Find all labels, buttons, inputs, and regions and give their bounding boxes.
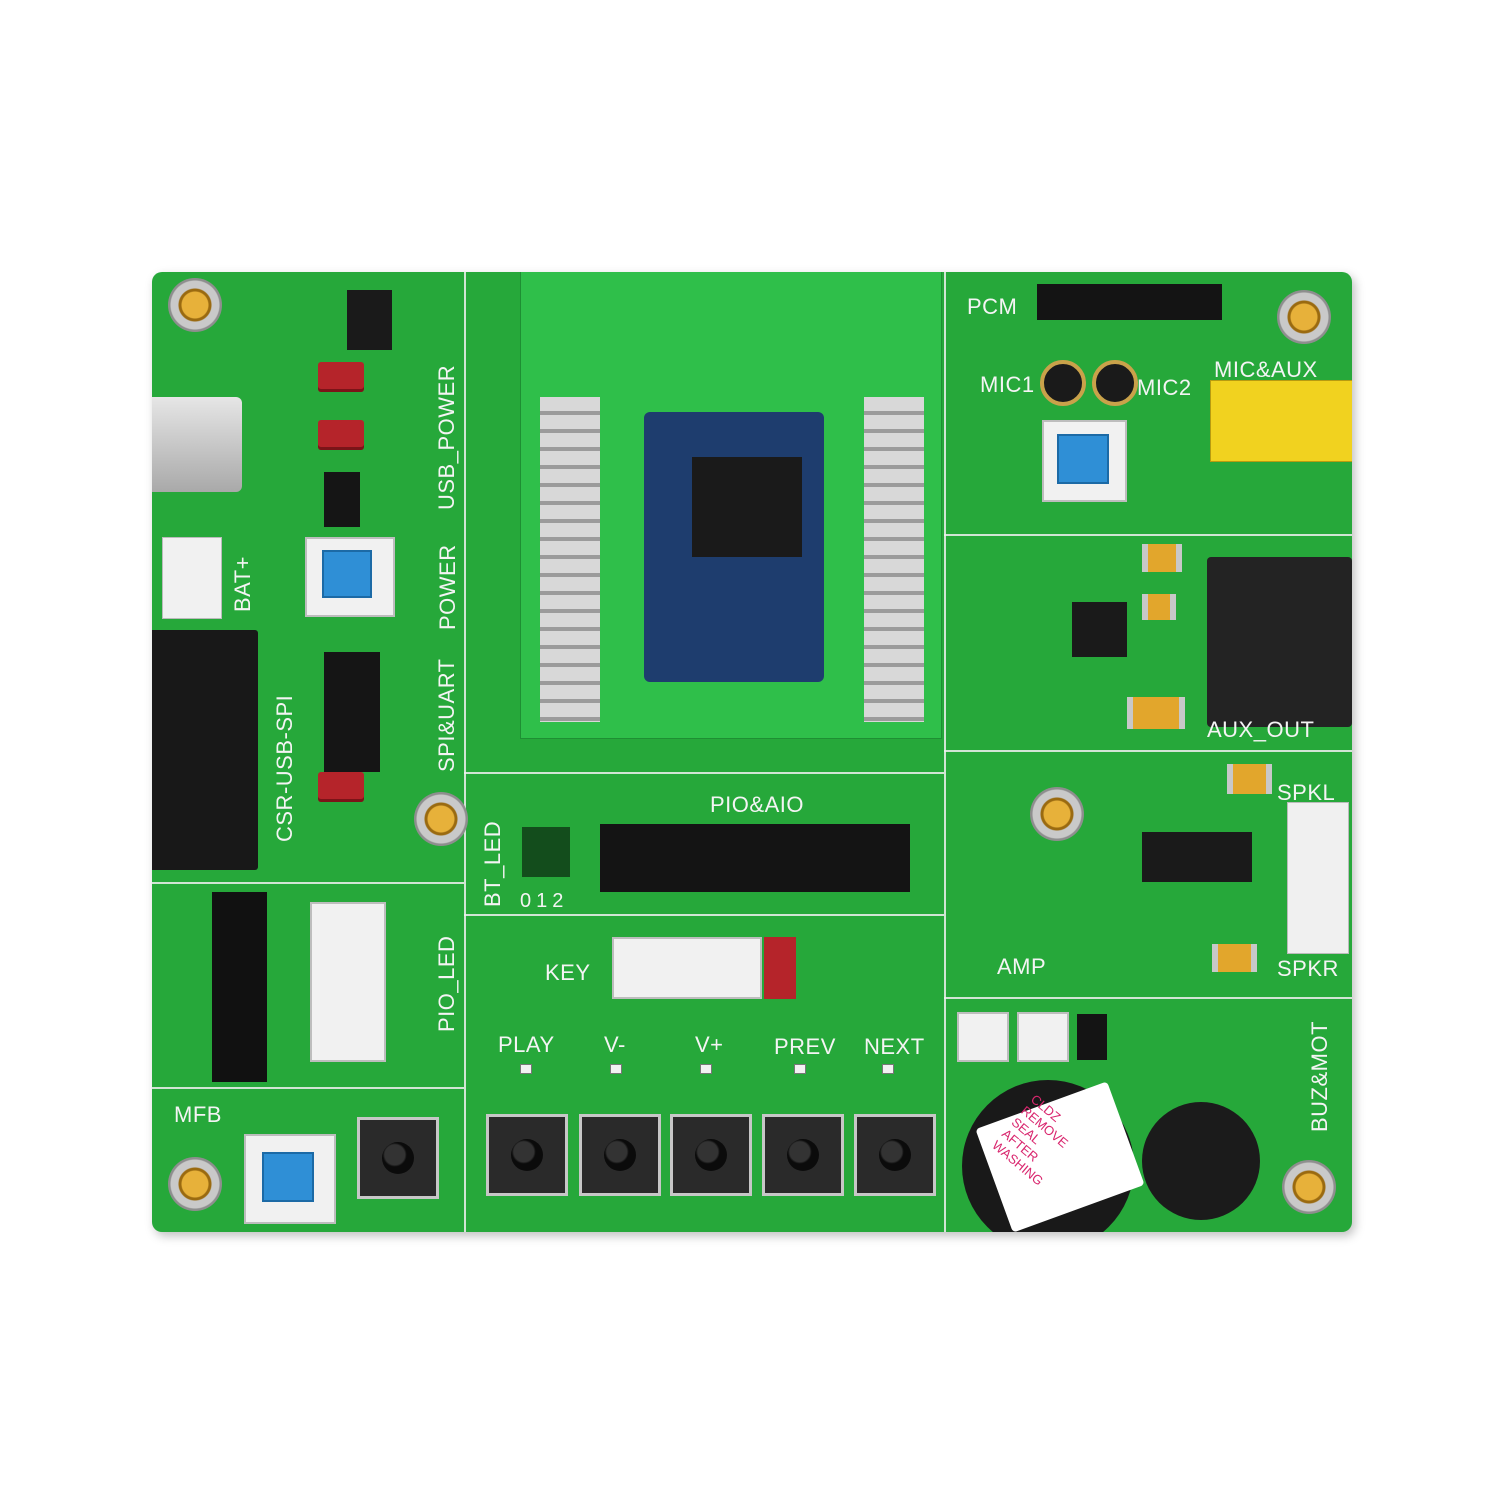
speaker-amp-ic [1142,832,1252,882]
key-dip-red-switch[interactable] [764,937,796,999]
divider-aux [944,534,1352,536]
divider-keys [464,914,944,916]
play-button-cap[interactable] [511,1139,543,1171]
label-mic-aux: MIC&AUX [1214,357,1318,382]
mounting-hole-br [1282,1160,1336,1214]
mounting-hole-mid-left [414,792,468,846]
mic1 [1040,360,1086,406]
label-spkr: SPKR [1277,956,1339,981]
tantalum-cap-2 [1142,594,1176,620]
led-vol-up [700,1064,712,1074]
label-mfb: MFB [174,1102,222,1127]
label-bt-led: BT_LED [480,820,505,907]
power-switch-cap[interactable] [322,550,372,598]
pio-aio-header [600,824,910,892]
vol-down-button-cap[interactable] [604,1139,636,1171]
label-buz-mot: BUZ&MOT [1307,1020,1332,1132]
label-usb-power: USB_POWER [434,364,459,510]
divider-center [464,772,944,774]
module-pin-header-right [864,397,924,722]
label-spi-uart: SPI&UART [434,658,459,772]
spi-uart-header [324,652,380,772]
divider-right [944,272,946,1232]
mounting-hole-tl [168,278,222,332]
label-pio-aio: PIO&AIO [710,792,804,817]
vibration-motor [1142,1102,1260,1220]
label-mic2: MIC2 [1137,375,1192,400]
battery-connector [162,537,222,619]
bt-chip [692,457,802,557]
module-pin-header-left [540,397,600,722]
speaker-connector [1287,802,1349,954]
bt-led-array [522,827,570,877]
divider-buz [944,997,1352,999]
label-key-vol-down: V- [604,1032,626,1057]
usb-power-jumper-2 [318,420,364,450]
buzzer-seal-sticker: CLDZ REMOVE SEAL AFTER WASHING [975,1081,1145,1232]
usb-power-jumper-1 [318,362,364,392]
label-pcm: PCM [967,294,1018,319]
led-vol-down [610,1064,622,1074]
pcb-board: USB_POWER BAT+ POWER CSR-USB-SPI SPI&UAR… [152,272,1352,1232]
next-button-cap[interactable] [879,1139,911,1171]
mounting-hole-tr [1277,290,1331,344]
mic2 [1092,360,1138,406]
key-dip-switch[interactable] [612,937,762,999]
label-aux-out: AUX_OUT [1207,717,1315,742]
divider-spk [944,750,1352,752]
mounting-hole-mid-right [1030,787,1084,841]
label-power: POWER [435,544,460,630]
led-next [882,1064,894,1074]
mic-aux-jack [1210,380,1352,462]
label-pio-led: PIO_LED [434,935,459,1032]
mini-usb-connector [152,397,242,492]
prev-button-cap[interactable] [787,1139,819,1171]
amp-dip-2[interactable] [1017,1012,1069,1062]
spi-uart-jumper [318,772,364,802]
tantalum-cap-4 [1227,764,1272,794]
label-key-prev: PREV [774,1034,836,1059]
usb-power-header [324,472,360,527]
mic-switch-cap[interactable] [1057,434,1109,484]
divider-left-bottom [152,882,464,884]
label-key: KEY [545,960,591,985]
vol-up-button-cap[interactable] [695,1139,727,1171]
aux-amp-ic [1072,602,1127,657]
mounting-hole-bl [168,1157,222,1211]
mfb-switch-cap[interactable] [262,1152,314,1202]
label-key-vol-up: V+ [695,1032,724,1057]
amp-dip-1[interactable] [957,1012,1009,1062]
label-amp: AMP [997,954,1047,979]
label-key-next: NEXT [864,1034,925,1059]
label-csr-usb-spi: CSR-USB-SPI [272,694,297,842]
label-bt-led-numbers: 012 [520,890,569,912]
label-bat-plus: BAT+ [230,555,255,612]
led-prev [794,1064,806,1074]
aux-out-jack [1207,557,1352,727]
regulator-ic [347,290,392,350]
pcm-header [1037,284,1222,320]
divider-mfb [152,1087,464,1089]
label-mic1: MIC1 [980,372,1035,397]
label-key-play: PLAY [498,1032,555,1057]
tantalum-cap-5 [1212,944,1257,972]
tantalum-cap-3 [1127,697,1185,729]
csr-usb-spi-header [152,630,258,870]
pio-led-resistor-array [212,892,267,1082]
pio-led-dip-switch[interactable] [310,902,386,1062]
led-play [520,1064,532,1074]
mfb-button-cap[interactable] [382,1142,414,1174]
divider-left [464,272,466,1232]
buzzer: CLDZ REMOVE SEAL AFTER WASHING [962,1080,1145,1232]
label-spkl: SPKL [1277,780,1336,805]
amp-jumper-header [1077,1014,1107,1060]
tantalum-cap-1 [1142,544,1182,572]
